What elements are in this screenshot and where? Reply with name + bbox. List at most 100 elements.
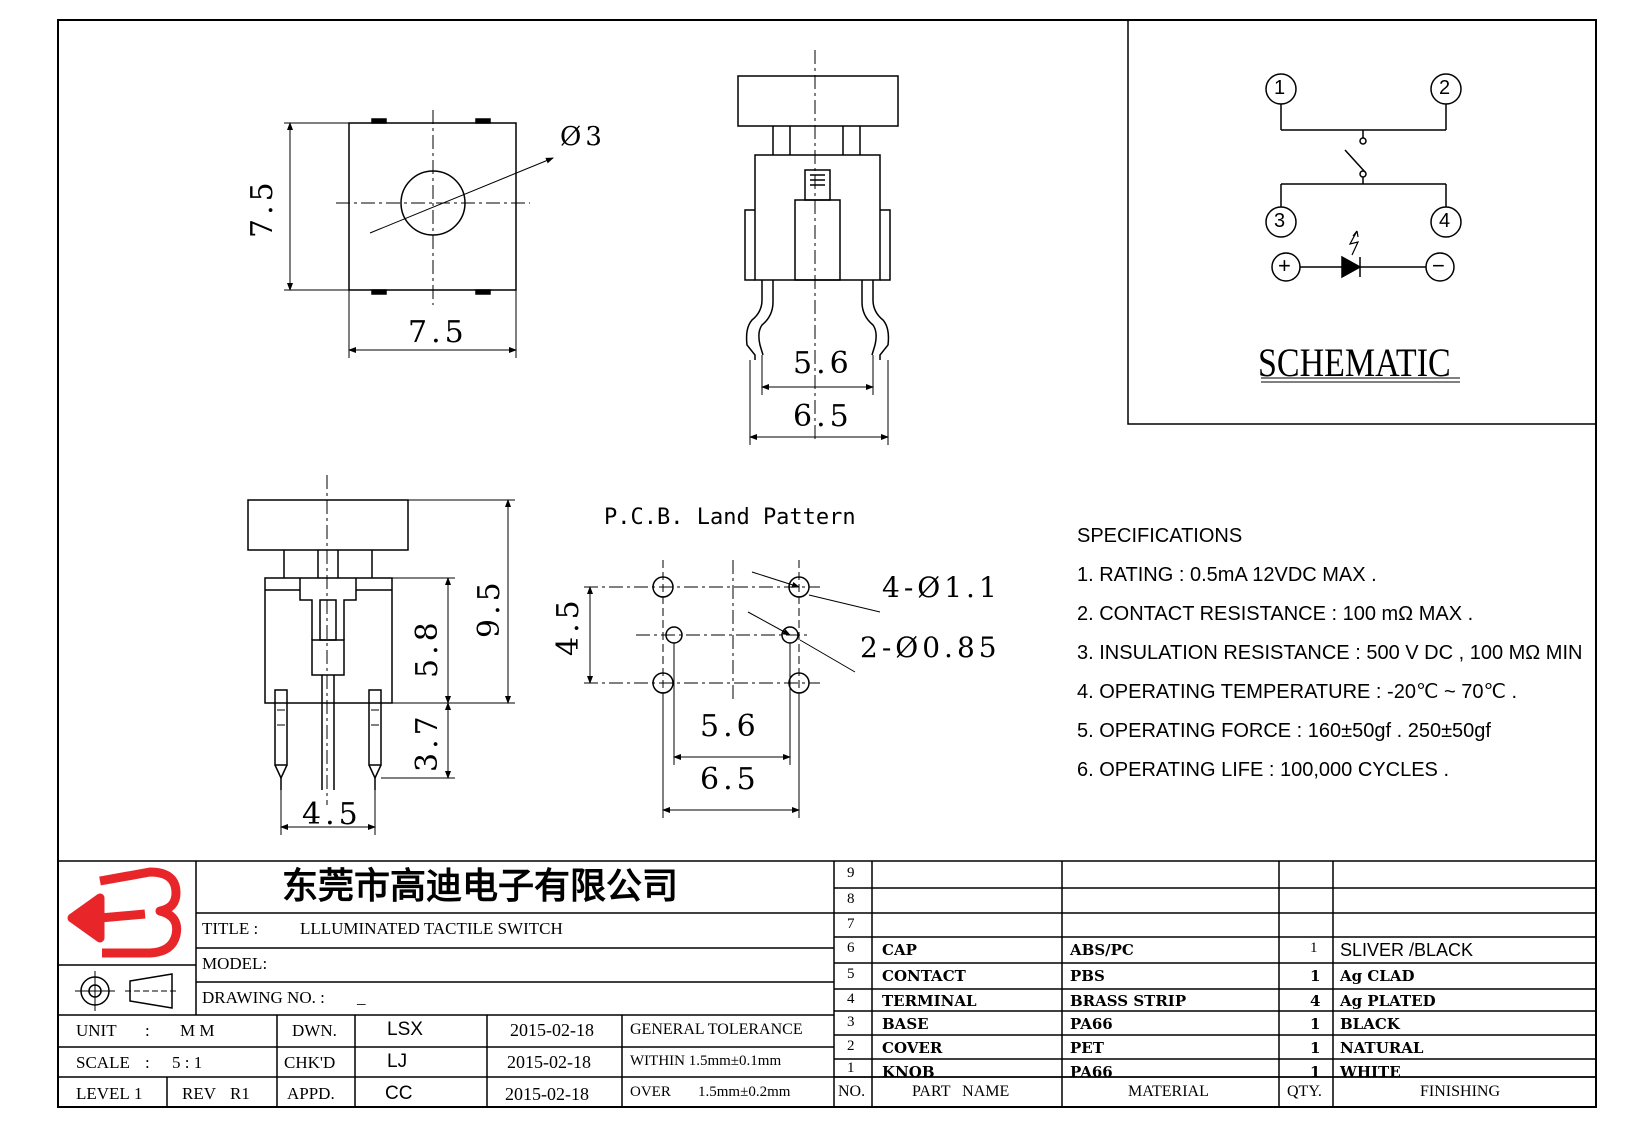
bom-no: 7 — [847, 916, 855, 932]
projection-symbol — [75, 971, 178, 1011]
bom-finishing: WHITE — [1340, 1063, 1401, 1081]
bom-material: PA66 — [1070, 1063, 1113, 1081]
spec-item: 3. INSULATION RESISTANCE : 500 V DC , 10… — [1077, 642, 1583, 664]
chk-value: LJ — [387, 1051, 408, 1072]
front-inner-dim: 5.6 — [793, 346, 853, 381]
top-height-dim: 7.5 — [245, 178, 280, 238]
tolerance-within: WITHIN 1.5mm±0.1mm — [630, 1053, 782, 1069]
pcb-large-hole-dim: 4-Ø1.1 — [882, 571, 1001, 604]
bom-header-no: NO. — [838, 1083, 866, 1100]
side-pin-length-dim: 3.7 — [410, 712, 445, 772]
spec-heading: SPECIFICATIONS — [1077, 525, 1243, 547]
schematic-minus: − — [1432, 253, 1445, 278]
unit-value: M M — [180, 1021, 215, 1040]
bom-qty: 1 — [1310, 1015, 1321, 1033]
bom-header-material: MATERIAL — [1128, 1083, 1209, 1100]
spec-item: 2. CONTACT RESISTANCE : 100 mΩ MAX . — [1077, 603, 1474, 625]
bom-part: TERMINAL — [882, 992, 977, 1010]
schematic-pin-4: 4 — [1439, 210, 1451, 232]
bom-part: BASE — [882, 1015, 929, 1033]
scale-value: 5 : 1 — [172, 1053, 203, 1072]
schematic-plus: + — [1278, 253, 1291, 278]
bom-no: 3 — [847, 1014, 855, 1030]
spec-item: 5. OPERATING FORCE : 160±50gf . 250±50gf — [1077, 720, 1491, 742]
bom-qty: 1 — [1310, 1063, 1321, 1081]
company-logo — [67, 867, 182, 958]
appd-label: APPD. — [287, 1084, 335, 1103]
side-pin-pitch-dim: 4.5 — [302, 797, 362, 832]
bom-qty: 1 — [1310, 1039, 1321, 1057]
scale-sep: : — [145, 1053, 150, 1072]
front-outer-dim: 6.5 — [793, 399, 853, 434]
bom-no: 8 — [847, 891, 855, 907]
side-body-height-dim: 5.8 — [410, 618, 445, 678]
bom-material: ABS/PC — [1070, 941, 1134, 959]
side-view — [247, 475, 515, 835]
schematic-label: SCHEMATIC — [1258, 340, 1451, 385]
schematic-pin-3: 3 — [1274, 210, 1286, 232]
schematic-box — [1127, 20, 1596, 425]
spec-item: 4. OPERATING TEMPERATURE : -20℃ ~ 70℃ . — [1077, 681, 1518, 703]
pcb-vertical-dim: 4.5 — [551, 596, 586, 656]
schematic-symbol — [1261, 73, 1462, 383]
company-name: 东莞市高迪电子有限公司 — [282, 865, 679, 906]
drawing-no-value: _ — [357, 988, 366, 1007]
appd-date: 2015-02-18 — [505, 1084, 589, 1104]
chk-label: CHK'D — [284, 1053, 336, 1072]
bom-finishing: SLIVER /BLACK — [1340, 940, 1474, 960]
bom-part: COVER — [882, 1039, 943, 1057]
bom-material: PA66 — [1070, 1015, 1113, 1033]
rev-label: REV — [182, 1084, 216, 1103]
appd-value: CC — [385, 1083, 413, 1104]
pcb-small-hole-dim: 2-Ø0.85 — [860, 631, 1001, 664]
bom-finishing: Ag PLATED — [1340, 992, 1436, 1010]
bom-finishing: NATURAL — [1340, 1039, 1424, 1057]
bom-part: CONTACT — [882, 967, 966, 985]
top-view — [284, 110, 554, 358]
title-label: TITLE : — [202, 919, 259, 938]
pcb-land-pattern — [584, 560, 881, 818]
pcb-inner-dim: 5.6 — [700, 709, 760, 744]
unit-sep: : — [145, 1021, 150, 1040]
bom-part: CAP — [882, 941, 917, 959]
top-width-dim: 7.5 — [408, 315, 468, 350]
bom-material: PBS — [1070, 967, 1105, 985]
bom-no: 6 — [847, 940, 855, 956]
model-label: MODEL: — [202, 954, 268, 973]
bom-no: 4 — [847, 991, 855, 1007]
level-value: 1 — [134, 1084, 143, 1103]
bom-part: KNOB — [882, 1063, 935, 1081]
bom-no: 5 — [847, 966, 855, 982]
bom-finishing: BLACK — [1340, 1015, 1400, 1033]
schematic-pin-2: 2 — [1439, 77, 1451, 99]
sheet-border — [57, 19, 1597, 1108]
pcb-title: P.C.B. Land Pattern — [604, 505, 856, 530]
dwn-label: DWN. — [292, 1021, 337, 1040]
rev-value: R1 — [230, 1084, 250, 1103]
drawing-no-label: DRAWING NO. : — [202, 988, 325, 1007]
bom-no: 9 — [847, 865, 855, 881]
bom-qty: 1 — [1310, 940, 1318, 956]
bom-material: PET — [1070, 1039, 1104, 1057]
unit-label: UNIT — [76, 1021, 117, 1040]
bom-no: 1 — [847, 1060, 855, 1076]
scale-label: SCALE — [76, 1053, 130, 1072]
dwn-value: LSX — [387, 1019, 423, 1040]
bom-header-finishing: FINISHING — [1420, 1083, 1500, 1100]
dwn-date: 2015-02-18 — [510, 1020, 594, 1040]
tolerance-label: GENERAL TOLERANCE — [630, 1021, 803, 1038]
side-total-height-dim: 9.5 — [472, 578, 507, 638]
pcb-outer-dim: 6.5 — [700, 762, 760, 797]
front-view — [737, 50, 899, 445]
bom-no: 2 — [847, 1038, 855, 1054]
spec-item: 1. RATING : 0.5mA 12VDC MAX . — [1077, 564, 1377, 586]
spec-item: 6. OPERATING LIFE : 100,000 CYCLES . — [1077, 759, 1450, 781]
tolerance-over-label: OVER — [630, 1084, 671, 1100]
schematic-pin-1: 1 — [1274, 77, 1286, 99]
bom-header-part: PART NAME — [912, 1083, 1010, 1100]
tolerance-over: 1.5mm±0.2mm — [698, 1084, 791, 1100]
top-hole-dim: Ø3 — [560, 122, 606, 152]
bom-finishing: Ag CLAD — [1340, 967, 1415, 985]
